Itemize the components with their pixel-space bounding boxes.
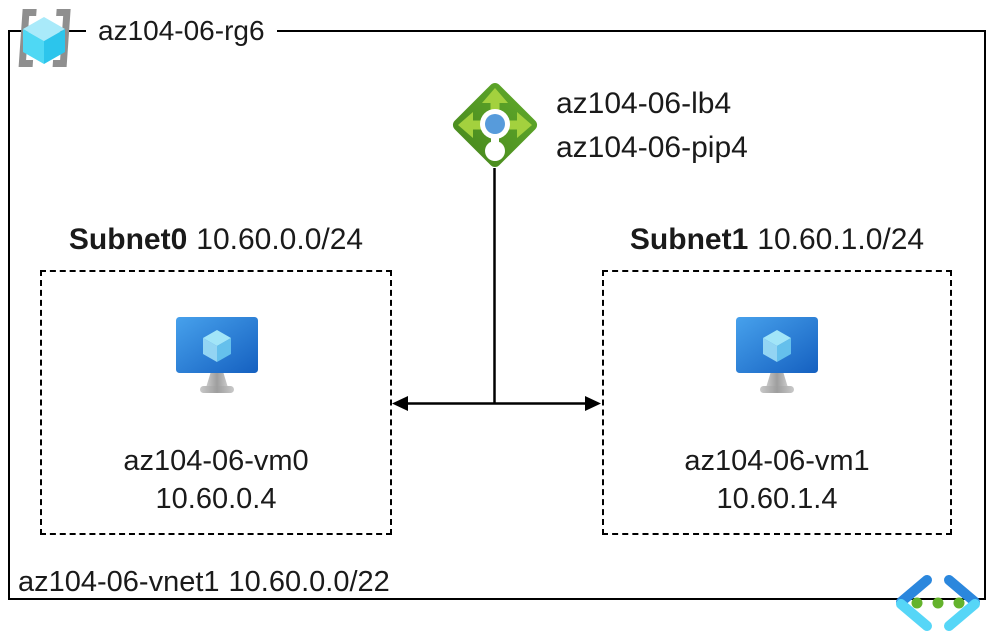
- subnet1-cidr: 10.60.1.0/24: [757, 223, 925, 256]
- virtual-machine-icon: [176, 317, 258, 393]
- virtual-network-icon: [896, 575, 980, 631]
- load-balancer-labels: az104-06-lb4 az104-06-pip4: [556, 82, 748, 170]
- public-ip-name: az104-06-pip4: [556, 131, 748, 164]
- vm0-name: az104-06-vm0: [123, 445, 309, 477]
- vm1-name: az104-06-vm1: [684, 445, 870, 477]
- vm1-labels: az104-06-vm1 10.60.1.4: [602, 442, 952, 518]
- vnet-cidr: 10.60.0.0/22: [228, 566, 390, 598]
- vm0-labels: az104-06-vm0 10.60.0.4: [40, 442, 392, 518]
- load-balancer-icon: [452, 82, 538, 168]
- resource-group-icon: [18, 9, 71, 67]
- vm0-ip: 10.60.0.4: [155, 483, 277, 515]
- load-balancer-name: az104-06-lb4: [556, 87, 732, 120]
- subnet0-box: [40, 270, 392, 535]
- virtual-machine-icon: [736, 317, 818, 393]
- subnet1-name: Subnet1: [629, 223, 749, 256]
- vnet-name: az104-06-vnet1: [18, 566, 220, 598]
- vm1-ip: 10.60.1.4: [716, 483, 838, 515]
- subnet1-box: [602, 270, 952, 535]
- resource-group-box: [8, 30, 986, 600]
- subnet0-name: Subnet0: [68, 223, 188, 256]
- resource-group-label: az104-06-rg6: [86, 13, 277, 49]
- subnet0-cidr: 10.60.0.0/24: [196, 223, 364, 256]
